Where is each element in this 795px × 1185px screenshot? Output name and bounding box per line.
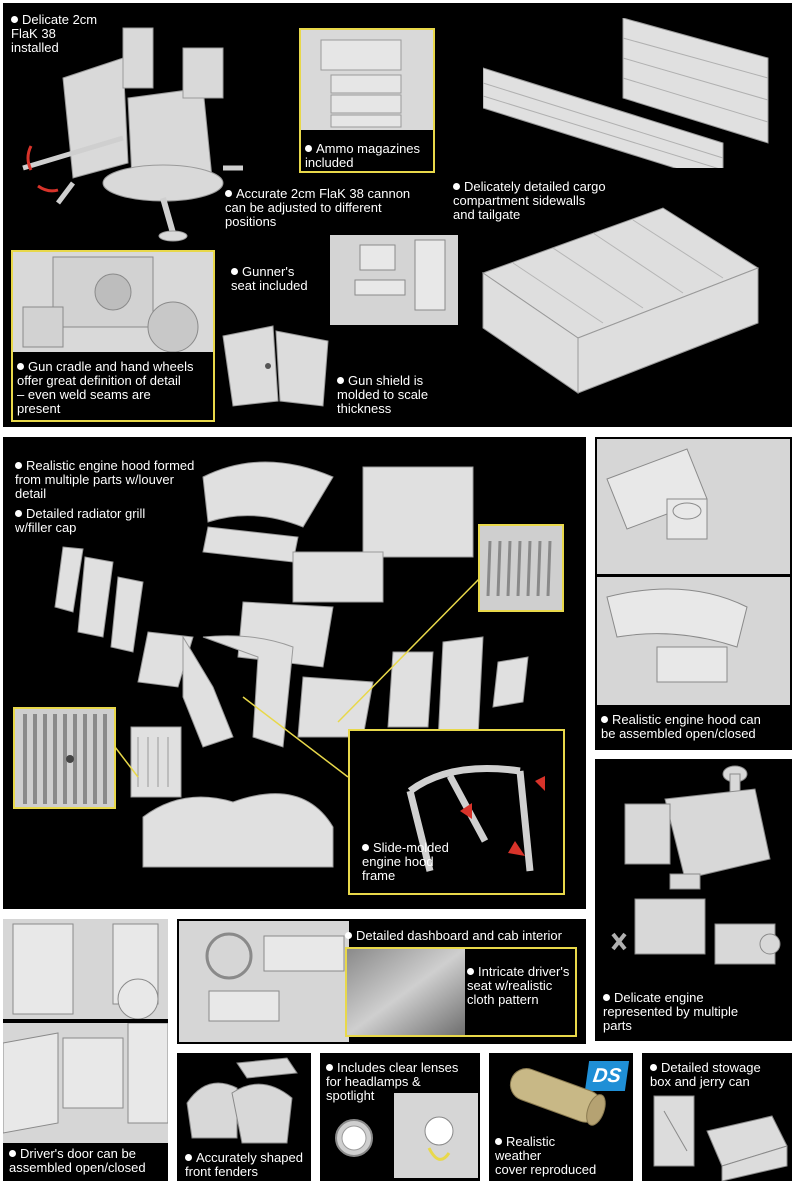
- exploded-cab-illustration: [54, 461, 529, 868]
- engine-hood-panel: Realistic engine hood formed from multip…: [3, 437, 586, 909]
- slide-molded-inset: Slide-molded engine hood frame: [348, 729, 565, 895]
- gun-cradle-inset: Gun cradle and hand wheels offer great d…: [11, 250, 215, 422]
- lenses-panel: Includes clear lenses for headlamps & sp…: [320, 1053, 480, 1181]
- bullet-icon: [9, 1150, 16, 1157]
- bullet-icon: [345, 932, 352, 939]
- bullet-icon: [337, 377, 344, 384]
- top-panel: Delicate 2cm FlaK 38 installed Ammo maga…: [3, 3, 792, 427]
- caption-stowage: Detailed stowage box and jerry can: [650, 1060, 761, 1089]
- bullet-icon: [495, 1138, 502, 1145]
- hood-open-upper-illustration: [597, 439, 790, 574]
- drivers-door-panel: Driver's door can be assembled open/clos…: [3, 919, 168, 1181]
- caption-lenses: Includes clear lenses for headlamps & sp…: [326, 1060, 459, 1103]
- bullet-icon: [601, 716, 608, 723]
- hood-louver-inset: [478, 524, 564, 612]
- bullet-icon: [225, 190, 232, 197]
- hood-frame-illustration: [406, 765, 545, 872]
- gunner-seat-illustration: [330, 235, 458, 325]
- bullet-icon: [185, 1154, 192, 1161]
- front-fenders-illustration: [186, 1057, 298, 1144]
- flak-gun-illustration: [22, 27, 243, 242]
- gun-cradle-illustration: [22, 256, 199, 352]
- caption-engine-hood: Realistic engine hood formed from multip…: [15, 458, 195, 501]
- bullet-icon: [603, 994, 610, 1001]
- caption-flak: Delicate 2cm FlaK 38 installed: [11, 12, 98, 55]
- bullet-icon: [467, 968, 474, 975]
- radiator-grill-illustration: [15, 709, 114, 807]
- drivers-door-upper-illustration: [3, 919, 168, 1019]
- caption-fenders: Accurately shaped front fenders: [185, 1150, 303, 1179]
- bullet-icon: [231, 268, 238, 275]
- hood-open-lower-illustration: [597, 577, 790, 705]
- ammo-magazines-inset: Ammo magazines included: [299, 28, 435, 173]
- hood-open-panel: Realistic engine hood can be assembled o…: [595, 437, 792, 750]
- cargo-sidewalls-illustration: [483, 18, 769, 168]
- headlamp-illustration: [335, 1119, 373, 1157]
- bullet-icon: [305, 145, 312, 152]
- bullet-icon: [326, 1064, 333, 1071]
- bullet-icon: [362, 844, 369, 851]
- caption-gun-cradle: Gun cradle and hand wheels offer great d…: [17, 359, 194, 416]
- drivers-door-lower-illustration: [3, 1023, 168, 1143]
- caption-weather-cover: Realistic weather cover reproduced: [495, 1134, 597, 1177]
- bullet-icon: [11, 16, 18, 23]
- caption-cargo: Delicately detailed cargo compartment si…: [453, 179, 606, 222]
- gun-shield-illustration: [222, 325, 329, 407]
- cargo-bed-illustration: [481, 207, 760, 394]
- caption-dashboard: Detailed dashboard and cab interior: [345, 929, 562, 943]
- bullet-icon: [15, 510, 22, 517]
- weather-cover-illustration: [509, 1068, 606, 1126]
- bullet-icon: [17, 363, 24, 370]
- bullet-icon: [650, 1064, 657, 1071]
- bullet-icon: [15, 462, 22, 469]
- caption-ammo: Ammo magazines included: [305, 141, 421, 170]
- spotlight-illustration: [394, 1093, 478, 1178]
- caption-cannon: Accurate 2cm FlaK 38 cannon can be adjus…: [225, 186, 411, 229]
- caption-engine: Delicate engine represented by multiple …: [603, 990, 739, 1033]
- seat-cloth-illustration: [347, 949, 465, 1035]
- radiator-grill-inset: [13, 707, 116, 809]
- stowage-panel: Detailed stowage box and jerry can: [642, 1053, 792, 1181]
- dashboard-illustration: [179, 921, 349, 1042]
- caption-gun-shield: Gun shield is molded to scale thickness: [337, 373, 429, 416]
- caption-radiator: Detailed radiator grill w/filler cap: [15, 506, 146, 535]
- dashboard-panel: Detailed dashboard and cab interior Intr…: [177, 919, 586, 1044]
- ammo-magazines-illustration: [320, 39, 402, 128]
- engine-panel: Delicate engine represented by multiple …: [595, 759, 792, 1041]
- caption-driver-seat: Intricate driver's seat w/realistic clot…: [467, 964, 570, 1007]
- fenders-panel: Accurately shaped front fenders: [177, 1053, 311, 1181]
- bullet-icon: [453, 183, 460, 190]
- caption-drivers-door: Driver's door can be assembled open/clos…: [9, 1146, 146, 1175]
- caption-slide-molded: Slide-molded engine hood frame: [362, 840, 449, 883]
- caption-hood-open: Realistic engine hood can be assembled o…: [601, 712, 761, 741]
- seat-cloth-inset: Intricate driver's seat w/realistic clot…: [345, 947, 577, 1037]
- louver-detail-illustration: [480, 526, 562, 610]
- caption-gunner-seat: Gunner's seat included: [231, 264, 308, 293]
- jerry-can-and-box-illustration: [653, 1095, 788, 1181]
- engine-illustration: [611, 765, 781, 965]
- weather-cover-panel: DS Realistic weather cover reproduced: [489, 1053, 633, 1181]
